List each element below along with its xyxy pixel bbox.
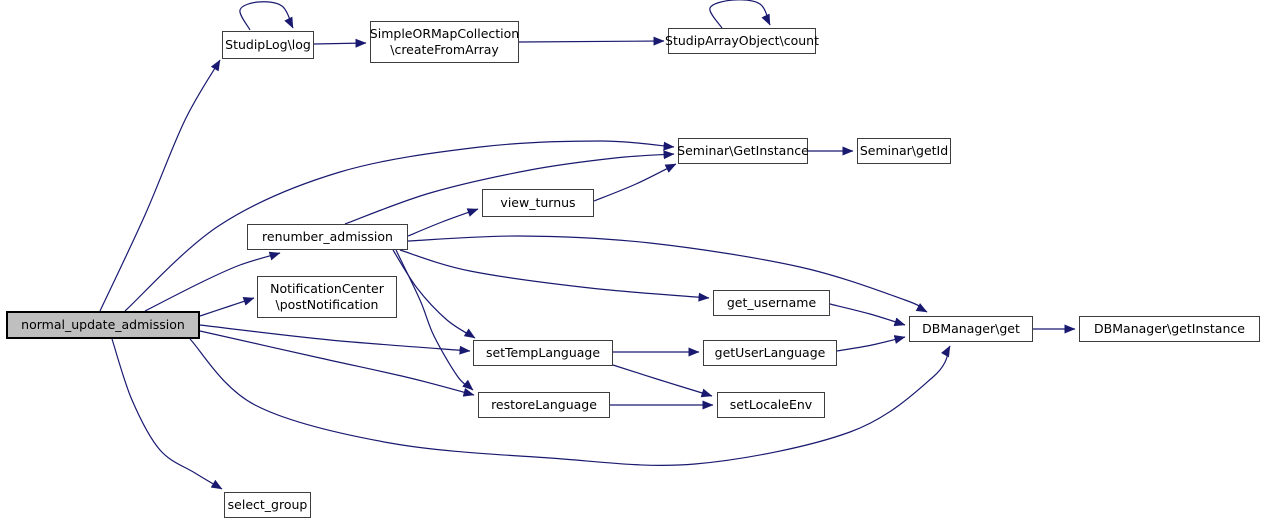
call-edge-normal_update_admission-to-dbmanager_get [189, 338, 951, 466]
call-edge-normal_update_admission-to-notificationcenter_postnotification [199, 297, 255, 317]
call-edge-normal_update_admission-to-restorelanguage [199, 330, 475, 397]
graph-node-settemplanguage[interactable]: setTempLanguage [473, 340, 613, 366]
graph-node-view_turnus[interactable]: view_turnus [482, 189, 594, 217]
graph-node-dbmanager_getinstance[interactable]: DBManager\getInstance [1079, 316, 1260, 342]
graph-node-get_username[interactable]: get_username [713, 290, 830, 316]
call-edge-renumber_admission-to-seminar_getinstance [344, 150, 675, 225]
call-edge-normal_update_admission-to-settemplanguage [199, 324, 471, 355]
call-edge-studiplog_log-to-studiplog_log [239, 1, 294, 31]
graph-node-studiparrayobject_count[interactable]: StudipArrayObject\count [665, 28, 819, 54]
call-edge-settemplanguage-to-setlocaleenv [612, 364, 713, 398]
call-edge-renumber_admission-to-get_username [399, 249, 710, 302]
graph-node-select_group[interactable]: select_group [224, 492, 311, 518]
call-edge-renumber_admission-to-dbmanager_get [407, 235, 928, 313]
graph-node-setlocaleenv[interactable]: setLocaleEnv [717, 392, 825, 418]
graph-node-restorelanguage[interactable]: restoreLanguage [478, 392, 610, 418]
graph-node-studiplog_log[interactable]: StudipLog\log [222, 31, 314, 59]
graph-node-simpleormap_createfromarray[interactable]: SimpleORMapCollection \createFromArray [370, 21, 519, 63]
graph-node-notificationcenter_postnotification[interactable]: NotificationCenter \postNotification [257, 276, 397, 318]
call-edge-getuserlanguage-to-dbmanager_get [836, 335, 906, 352]
call-edge-normal_update_admission-to-select_group [111, 338, 223, 490]
graph-node-seminar_getid[interactable]: Seminar\getId [857, 138, 951, 164]
call-edge-normal_update_admission-to-seminar_getinstance [124, 140, 675, 312]
graph-node-normal_update_admission[interactable]: normal_update_admission [6, 311, 200, 339]
graph-node-seminar_getinstance[interactable]: Seminar\GetInstance [677, 138, 809, 164]
call-edge-renumber_admission-to-restorelanguage [395, 249, 474, 391]
call-edge-studiplog_log-to-simpleormap_createfromarray [313, 38, 367, 48]
call-edge-normal_update_admission-to-studiplog_log [99, 59, 221, 312]
call-edge-renumber_admission-to-view_turnus [407, 208, 479, 237]
graph-node-dbmanager_get[interactable]: DBManager\get [909, 316, 1033, 342]
graph-node-getuserlanguage[interactable]: getUserLanguage [703, 340, 837, 366]
call-edge-view_turnus-to-seminar_getinstance [593, 163, 677, 202]
call-edge-renumber_admission-to-settemplanguage [392, 249, 476, 339]
call-edge-normal_update_admission-to-renumber_admission [144, 251, 281, 312]
graph-node-renumber_admission[interactable]: renumber_admission [247, 224, 408, 250]
call-edge-simpleormap_createfromarray-to-studiparrayobject_count [518, 36, 665, 46]
call-edge-studiparrayobject_count-to-studiparrayobject_count [709, 0, 771, 29]
call-edge-get_username-to-dbmanager_get [829, 303, 906, 327]
